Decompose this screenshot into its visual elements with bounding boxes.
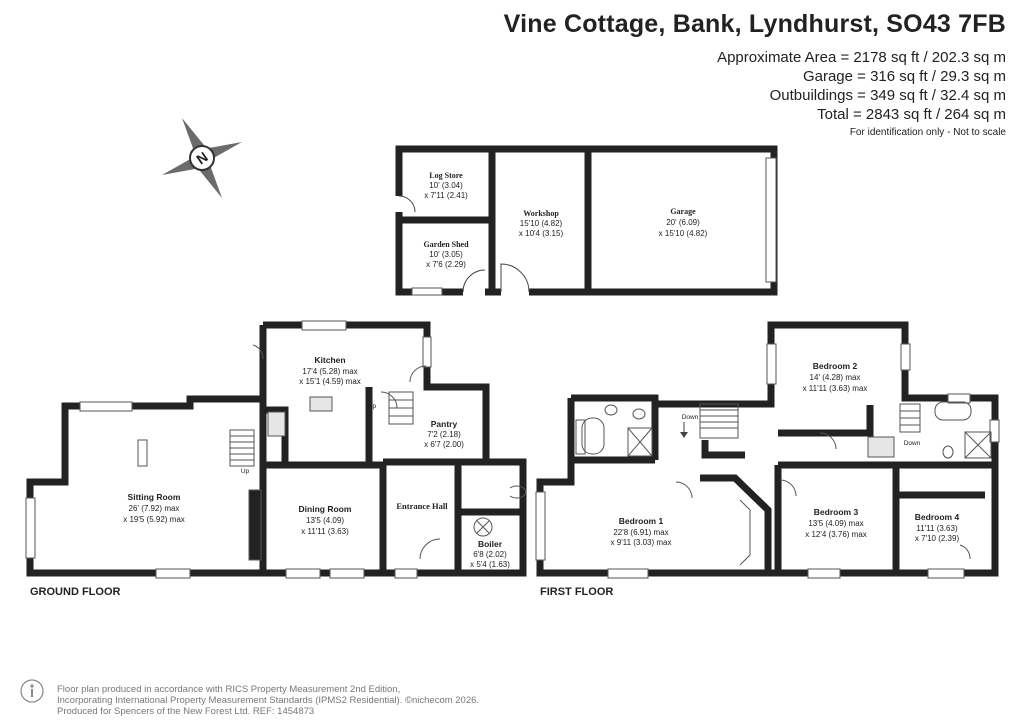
log-store-name: Log Store bbox=[429, 171, 463, 180]
bedroom3-name: Bedroom 3 bbox=[814, 507, 859, 517]
garden-shed-dim2: x 7'6 (2.29) bbox=[426, 260, 466, 269]
garage-area: Garage = 316 sq ft / 29.3 sq m bbox=[802, 68, 1006, 85]
garage-dim1: 20' (6.09) bbox=[666, 218, 700, 227]
stairs-down-label-2: Down bbox=[904, 440, 921, 447]
bedroom1-dim2: x 9'11 (3.03) max bbox=[611, 538, 672, 547]
bedroom2-dim2: x 11'11 (3.63) max bbox=[803, 384, 868, 393]
property-title: Vine Cottage, Bank, Lyndhurst, SO43 7FB bbox=[503, 10, 1006, 38]
footer-line-1: Floor plan produced in accordance with R… bbox=[57, 684, 401, 695]
dining-room-dim2: x 11'11 (3.63) bbox=[301, 527, 349, 536]
bedroom1-name: Bedroom 1 bbox=[619, 516, 664, 526]
footer-line-3: Produced for Spencers of the New Forest … bbox=[57, 706, 315, 717]
outbuildings-area: Outbuildings = 349 sq ft / 32.4 sq m bbox=[769, 87, 1006, 104]
kitchen-dim2: x 15'1 (4.59) max bbox=[299, 377, 361, 386]
stairs-down-label-1: Down bbox=[682, 414, 699, 421]
bedroom3-dim2: x 12'4 (3.76) max bbox=[805, 530, 867, 539]
garage-name: Garage bbox=[670, 207, 696, 216]
sitting-room-dim1: 26' (7.92) max bbox=[129, 504, 180, 513]
first-floor-walls bbox=[536, 321, 999, 577]
garage-dim2: x 15'10 (4.82) bbox=[659, 229, 708, 238]
footer: Floor plan produced in accordance with R… bbox=[57, 684, 479, 717]
log-store-dim1: 10' (3.04) bbox=[429, 181, 463, 190]
bedroom4-dim1: 11'11 (3.63) bbox=[916, 524, 958, 533]
stairs-up-label-2: Up bbox=[241, 468, 250, 475]
workshop-dim1: 15'10 (4.82) bbox=[520, 219, 563, 228]
disclaimer: For identification only - Not to scale bbox=[849, 127, 1006, 138]
approx-area: Approximate Area = 2178 sq ft / 202.3 sq… bbox=[717, 49, 1006, 66]
pantry-name: Pantry bbox=[431, 419, 458, 429]
garden-shed-name: Garden Shed bbox=[423, 240, 469, 249]
nichecom-logo-icon bbox=[20, 679, 44, 703]
sitting-room-name: Sitting Room bbox=[128, 492, 181, 502]
entrance-hall-name: Entrance Hall bbox=[396, 501, 448, 511]
compass-icon: N bbox=[162, 118, 242, 198]
dining-room-dim1: 13'5 (4.09) bbox=[306, 516, 344, 525]
log-store-dim2: x 7'11 (2.41) bbox=[424, 191, 468, 200]
sitting-room-dim2: x 19'5 (5.92) max bbox=[123, 515, 185, 524]
ground-floor-label: GROUND FLOOR bbox=[30, 586, 121, 598]
bedroom1-dim1: 22'8 (6.91) max bbox=[613, 528, 668, 537]
bedroom2-dim1: 14' (4.28) max bbox=[810, 373, 861, 382]
pantry-dim2: x 6'7 (2.00) bbox=[424, 440, 464, 449]
area-summary: Approximate Area = 2178 sq ft / 202.3 sq… bbox=[717, 48, 1006, 138]
first-floor-label: FIRST FLOOR bbox=[540, 586, 614, 598]
boiler-dim1: 6'8 (2.02) bbox=[473, 550, 507, 559]
bedroom4-dim2: x 7'10 (2.39) bbox=[915, 534, 960, 543]
boiler-name: Boiler bbox=[478, 539, 503, 549]
dining-room-name: Dining Room bbox=[299, 504, 352, 514]
bedroom2-name: Bedroom 2 bbox=[813, 361, 858, 371]
pantry-dim1: 7'2 (2.18) bbox=[427, 430, 461, 439]
garden-shed-dim1: 10' (3.05) bbox=[429, 250, 463, 259]
outbuilding-walls bbox=[395, 145, 778, 296]
stairs-up-label-1: Up bbox=[368, 403, 377, 410]
kitchen-name: Kitchen bbox=[314, 355, 345, 365]
footer-line-2: Incorporating International Property Mea… bbox=[57, 695, 480, 706]
workshop-name: Workshop bbox=[523, 209, 559, 218]
total-area: Total = 2843 sq ft / 264 sq m bbox=[817, 106, 1006, 123]
bedroom4-name: Bedroom 4 bbox=[915, 512, 960, 522]
bedroom3-dim1: 13'5 (4.09) max bbox=[808, 519, 863, 528]
kitchen-dim1: 17'4 (5.28) max bbox=[302, 367, 357, 376]
workshop-dim2: x 10'4 (3.15) bbox=[519, 229, 564, 238]
boiler-dim2: x 5'4 (1.63) bbox=[470, 560, 510, 569]
ground-floor-walls bbox=[26, 321, 527, 577]
